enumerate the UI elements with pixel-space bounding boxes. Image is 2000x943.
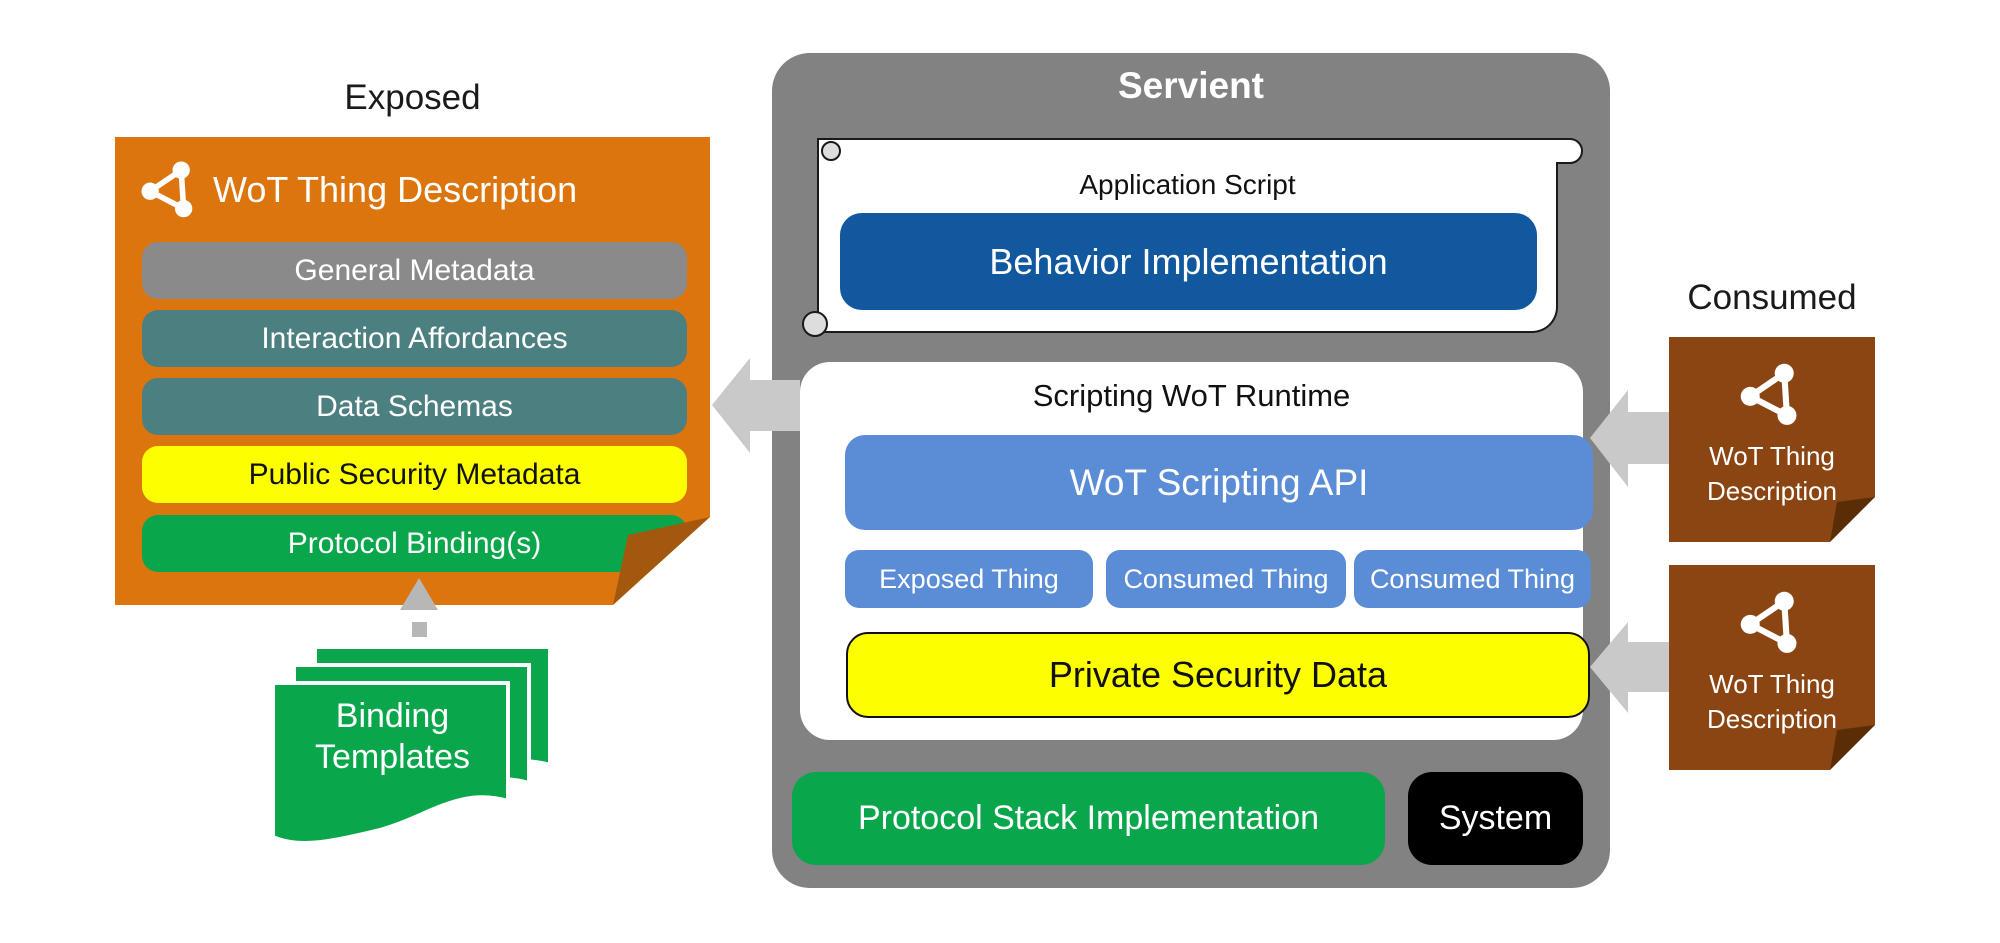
arrow-left-from-consumed-td1-icon <box>1590 390 1670 487</box>
public-security-metadata-bar: Public Security Metadata <box>142 446 687 503</box>
scripting-wot-runtime-box: Scripting WoT Runtime WoT Scripting API … <box>800 362 1593 740</box>
scroll-top-roll <box>817 138 1583 164</box>
dashed-arrow-segment <box>412 622 427 637</box>
arrow-left-from-consumed-td2-icon <box>1590 622 1670 713</box>
protocol-stack-implementation-box: Protocol Stack Implementation <box>792 772 1385 865</box>
private-security-data-bar: Private Security Data <box>846 632 1590 718</box>
consumed-thing-description-card: WoT Thing Description <box>1669 337 1875 542</box>
binding-templates-line1: Binding <box>335 697 450 735</box>
servient-box: Servient Application Script Behavior Imp… <box>772 53 1610 888</box>
card-label-line1: WoT Thing <box>1709 669 1835 699</box>
dashed-arrow-up-icon <box>400 578 438 610</box>
folded-corner-icon <box>613 517 710 605</box>
arrow-left-to-exposed-icon <box>712 358 800 453</box>
binding-templates-label: Binding Templates <box>275 696 510 778</box>
runtime-title: Scripting WoT Runtime <box>1032 378 1351 413</box>
exposed-label: Exposed <box>344 78 481 117</box>
consumed-thing-chip: Consumed Thing <box>1106 550 1346 608</box>
card-label-line2: Description <box>1706 476 1838 506</box>
exposed-card-title: WoT Thing Description <box>213 169 578 210</box>
general-metadata-bar: General Metadata <box>142 242 687 299</box>
system-box: System <box>1408 772 1583 865</box>
card-label-line2: Description <box>1706 704 1838 734</box>
exposed-thing-description-card: WoT Thing Description General Metadata I… <box>115 137 710 605</box>
exposed-thing-chip: Exposed Thing <box>845 550 1093 608</box>
consumed-label: Consumed <box>1687 278 1857 317</box>
data-schemas-bar: Data Schemas <box>142 378 687 435</box>
servient-title: Servient <box>1117 65 1264 106</box>
binding-templates-line2: Templates <box>315 738 470 776</box>
card-label: WoT Thing Description <box>1669 439 1875 509</box>
wot-scripting-api-bar: WoT Scripting API <box>845 435 1593 530</box>
card-label: WoT Thing Description <box>1669 667 1875 737</box>
application-script-label: Application Script <box>1079 169 1296 200</box>
consumed-thing-chip: Consumed Thing <box>1354 550 1591 608</box>
scroll-curl-icon <box>821 141 841 161</box>
scroll-curl-icon <box>802 311 828 337</box>
folded-corner-icon <box>1830 497 1875 542</box>
card-label-line1: WoT Thing <box>1709 441 1835 471</box>
wot-logo-icon <box>1740 591 1797 653</box>
behavior-implementation-box: Behavior Implementation <box>840 213 1537 310</box>
interaction-affordances-bar: Interaction Affordances <box>142 310 687 367</box>
protocol-bindings-bar: Protocol Binding(s) <box>142 515 687 572</box>
consumed-thing-description-card: WoT Thing Description <box>1669 565 1875 770</box>
wot-logo-icon <box>141 161 193 218</box>
wot-logo-icon <box>1740 363 1797 425</box>
binding-templates-stack-icon <box>271 645 552 846</box>
folded-corner-icon <box>1830 725 1875 770</box>
